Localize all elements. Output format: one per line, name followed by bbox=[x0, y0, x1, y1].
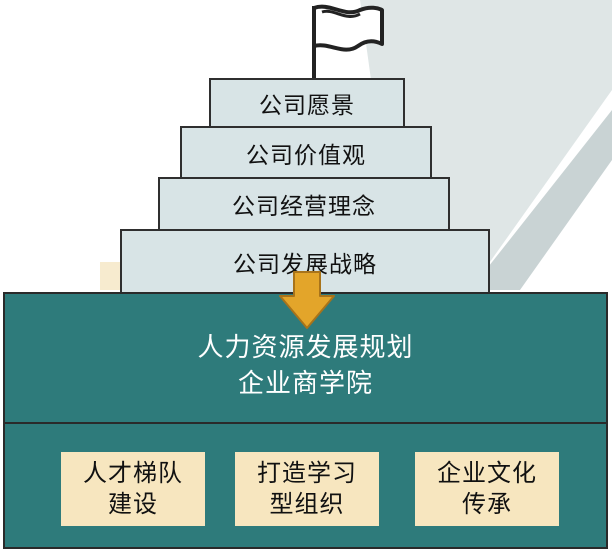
pillar-line1: 企业文化 bbox=[437, 459, 537, 487]
academy-title-line1: 人力资源发展规划 bbox=[197, 333, 414, 363]
pillar-line2: 型组织 bbox=[269, 490, 345, 518]
pillar-talent-pipeline: 人才梯队 建设 bbox=[61, 452, 205, 526]
tier-label: 公司价值观 bbox=[246, 142, 366, 169]
arrow-down-icon bbox=[279, 271, 335, 329]
pillar-culture-heritage: 企业文化 传承 bbox=[415, 452, 559, 526]
pillar-line2: 建设 bbox=[108, 490, 158, 518]
academy-divider bbox=[5, 422, 606, 424]
pillar-line1: 人才梯队 bbox=[83, 459, 183, 487]
pillar-line2: 传承 bbox=[462, 490, 512, 518]
flag-icon bbox=[312, 4, 384, 80]
tier-business-philosophy: 公司经营理念 bbox=[158, 177, 450, 231]
tier-company-values: 公司价值观 bbox=[180, 126, 432, 179]
academy-title-line2: 企业商学院 bbox=[237, 369, 373, 399]
tier-company-vision: 公司愿景 bbox=[209, 78, 405, 128]
academy-title: 人力资源发展规划 企业商学院 bbox=[5, 330, 606, 402]
pillar-learning-organization: 打造学习 型组织 bbox=[235, 452, 379, 526]
tier-label: 公司经营理念 bbox=[232, 194, 376, 220]
academy-block: 人力资源发展规划 企业商学院 人才梯队 建设 打造学习 型组织 企业文化 传承 bbox=[3, 292, 608, 549]
tier-label: 公司愿景 bbox=[259, 93, 355, 119]
pillar-line1: 打造学习 bbox=[257, 459, 357, 487]
